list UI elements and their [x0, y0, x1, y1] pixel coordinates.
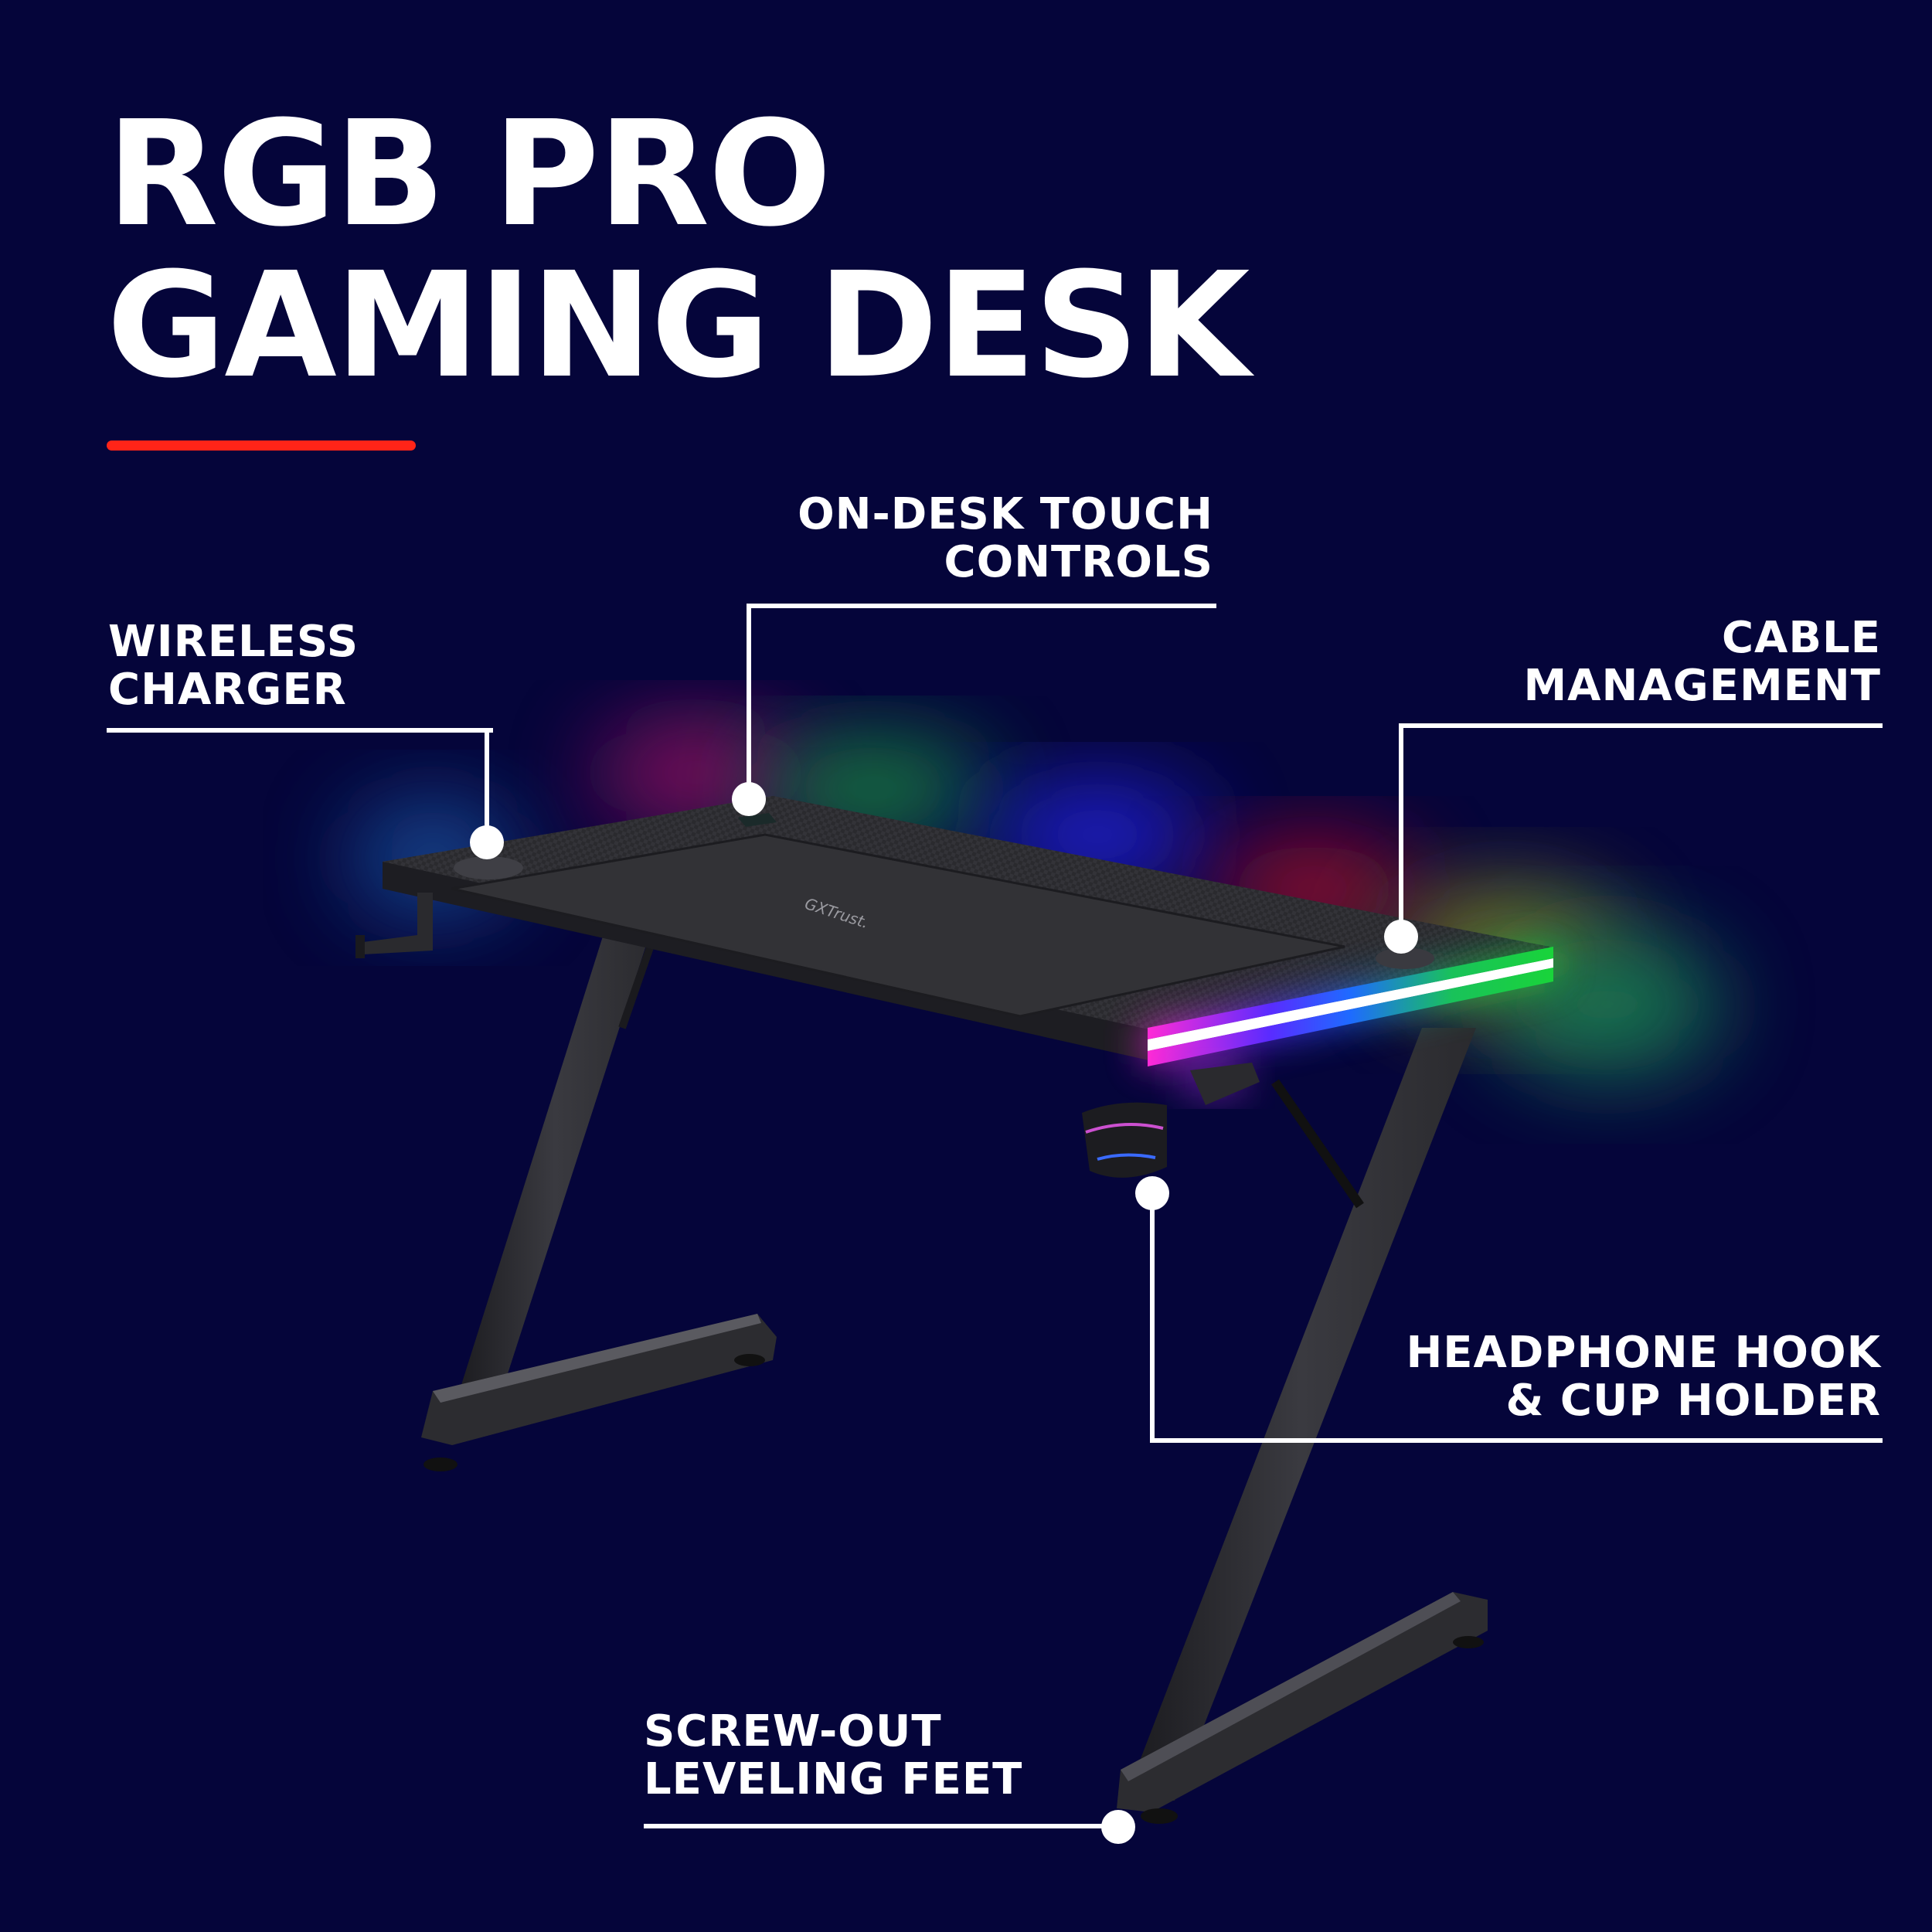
callout-label-line-1: WIRELESS — [108, 617, 359, 667]
callout-line — [1399, 723, 1883, 728]
callout-headphone-cup: HEADPHONE HOOK & CUP HOLDER — [1406, 1329, 1881, 1425]
desk-top: GXTrust. — [383, 796, 1557, 1066]
callout-line — [747, 604, 1216, 608]
headphone-hook — [355, 893, 433, 958]
callout-line — [107, 728, 493, 733]
callout-wireless-charger: WIRELESS CHARGER — [108, 618, 359, 714]
callout-dot — [732, 782, 766, 816]
mouse-pad — [451, 833, 1345, 1018]
callout-dot — [1384, 920, 1418, 954]
wireless-charger-pad — [454, 856, 523, 879]
title-line-2: GAMING DESK — [107, 241, 1250, 410]
callout-line — [485, 728, 489, 844]
callout-line — [644, 1824, 1117, 1828]
cable-grommet — [1376, 947, 1434, 969]
callout-label-line-1: ON-DESK TOUCH — [798, 489, 1213, 539]
title-line-1: RGB PRO — [107, 90, 832, 259]
left-leg — [421, 912, 777, 1471]
callout-label-line-2: CONTROLS — [944, 537, 1213, 587]
cup-holder — [1082, 1063, 1260, 1178]
callout-touch-controls: ON-DESK TOUCH CONTROLS — [798, 491, 1213, 587]
page-title: RGB PRO GAMING DESK — [107, 90, 1250, 410]
callout-label-line-2: LEVELING FEET — [644, 1754, 1023, 1804]
callout-label-line-2: CHARGER — [108, 665, 347, 715]
callout-line — [747, 604, 751, 789]
callout-label-line-1: HEADPHONE HOOK — [1406, 1328, 1881, 1378]
touch-control-panel — [738, 813, 777, 827]
callout-label-line-1: SCREW-OUT — [644, 1706, 942, 1757]
callout-cable-management: CABLE MANAGEMENT — [1523, 614, 1881, 710]
right-leg — [1117, 1028, 1488, 1824]
callout-line — [1150, 1438, 1883, 1443]
callout-dot — [1101, 1810, 1135, 1844]
callout-label-line-2: MANAGEMENT — [1523, 661, 1881, 711]
callout-label-line-1: CABLE — [1721, 613, 1881, 663]
callout-line — [1150, 1194, 1155, 1443]
callout-line — [1399, 723, 1403, 932]
callout-dot — [470, 825, 504, 859]
callout-label-line-2: & CUP HOLDER — [1505, 1376, 1881, 1426]
accent-underline — [107, 440, 416, 451]
callout-leveling-feet: SCREW-OUT LEVELING FEET — [644, 1708, 1022, 1804]
